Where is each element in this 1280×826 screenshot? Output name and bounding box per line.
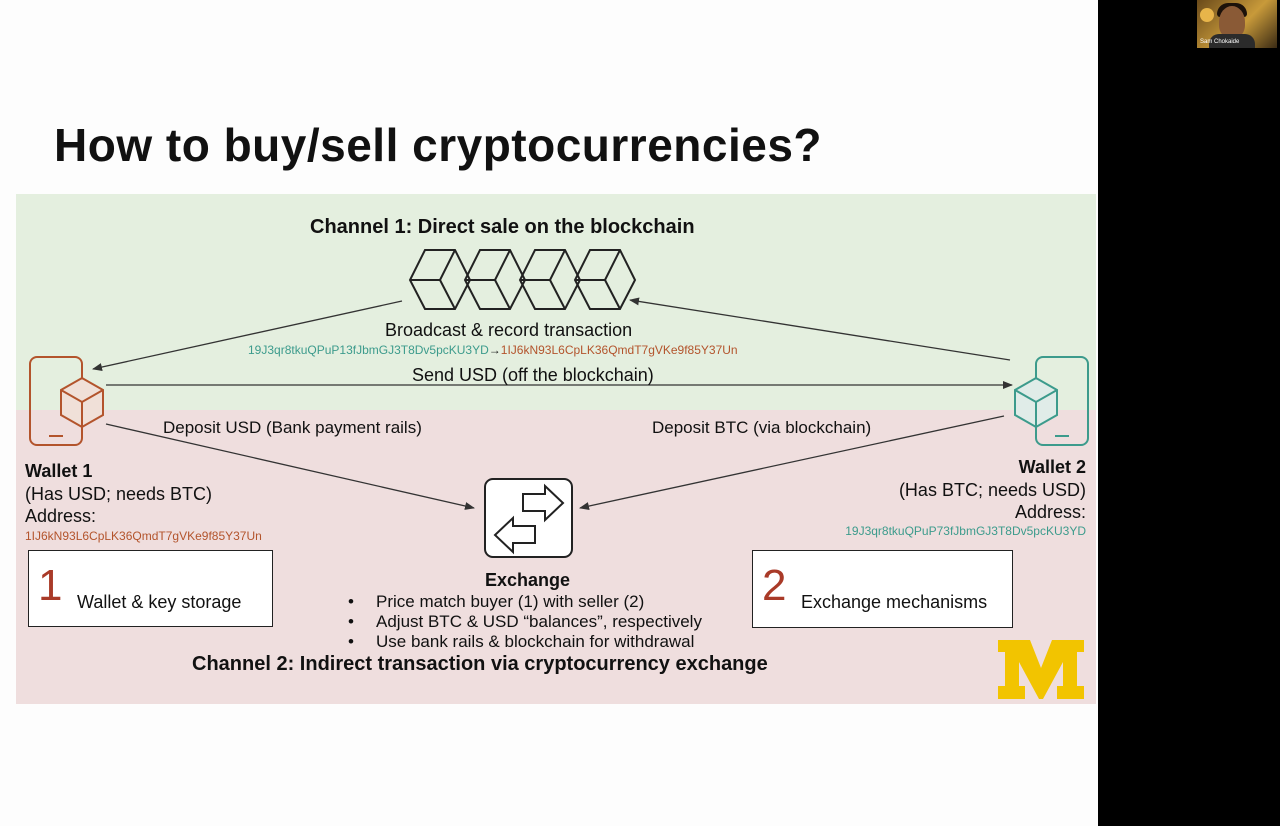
wallet2-address-label: Address: bbox=[1014, 502, 1086, 522]
wallet2-name: Wallet 2 bbox=[1018, 457, 1086, 477]
exchange-bullets: •Price match buyer (1) with seller (2) •… bbox=[348, 592, 702, 652]
box1-number: 1 bbox=[38, 561, 63, 610]
wallet1-desc: (Has USD; needs BTC) bbox=[25, 484, 213, 504]
diagram-graphics bbox=[29, 249, 1089, 699]
wallet2-desc: (Has BTC; needs USD) bbox=[898, 480, 1086, 500]
blockchain-icon bbox=[408, 249, 637, 310]
phone-wallet-icon bbox=[29, 356, 104, 446]
logo-icon bbox=[1200, 8, 1214, 22]
presentation-slide: How to buy/sell cryptocurrencies? bbox=[0, 0, 1098, 826]
university-logo bbox=[998, 640, 1084, 699]
wallet1-name: Wallet 1 bbox=[25, 461, 93, 481]
participant-name: Sam Chokaide bbox=[1200, 39, 1240, 45]
tx-to-address: 1IJ6kN93L6CpLK36QmdT7gVKe9f85Y37Un bbox=[500, 343, 738, 357]
send-usd-label: Send USD (off the blockchain) bbox=[412, 365, 654, 385]
tx-arrow: → bbox=[488, 343, 501, 357]
transaction-line: 19J3qr8tkuQPuP13fJbmGJ3T8Dv5pcKU3YD→1IJ6… bbox=[248, 343, 738, 357]
deposit-usd-label: Deposit USD (Bank payment rails) bbox=[163, 418, 422, 437]
channel2-heading: Channel 2: Indirect transaction via cryp… bbox=[192, 653, 768, 675]
channel1-band bbox=[16, 194, 1096, 410]
broadcast-label: Broadcast & record transaction bbox=[385, 320, 633, 340]
avatar-face bbox=[1219, 6, 1245, 38]
box2-number: 2 bbox=[762, 561, 787, 610]
exchange-label: Exchange bbox=[485, 570, 571, 590]
box2-label: Exchange mechanisms bbox=[801, 592, 988, 612]
wallet-key-storage-box: 1 Wallet & key storage bbox=[28, 550, 273, 627]
tx-from-address: 19J3qr8tkuQPuP13fJbmGJ3T8Dv5pcKU3YD bbox=[248, 343, 489, 357]
meeting-sidebar bbox=[1098, 0, 1280, 826]
channel1-heading: Channel 1: Direct sale on the blockchain bbox=[310, 216, 695, 238]
exchange-arrows-icon bbox=[484, 478, 573, 558]
box1-label: Wallet & key storage bbox=[77, 592, 242, 612]
list-item: •Adjust BTC & USD “balances”, respective… bbox=[348, 612, 702, 631]
wallet1-address: 1IJ6kN93L6CpLK36QmdT7gVKe9f85Y37Un bbox=[25, 529, 262, 543]
wallet1-address-label: Address: bbox=[25, 506, 97, 526]
list-item: •Price match buyer (1) with seller (2) bbox=[348, 592, 645, 611]
phone-wallet-icon bbox=[1014, 356, 1089, 446]
slide-title: How to buy/sell cryptocurrencies? bbox=[54, 119, 823, 171]
participant-video-tile[interactable]: Sam Chokaide bbox=[1197, 0, 1277, 48]
exchange-mechanisms-box: 2 Exchange mechanisms bbox=[752, 550, 1013, 628]
avatar-body bbox=[1209, 34, 1255, 48]
list-item: •Use bank rails & blockchain for withdra… bbox=[348, 632, 695, 651]
wallet2-address: 19J3qr8tkuQPuP73fJbmGJ3T8Dv5pcKU3YD bbox=[845, 524, 1086, 538]
deposit-btc-label: Deposit BTC (via blockchain) bbox=[652, 418, 872, 437]
